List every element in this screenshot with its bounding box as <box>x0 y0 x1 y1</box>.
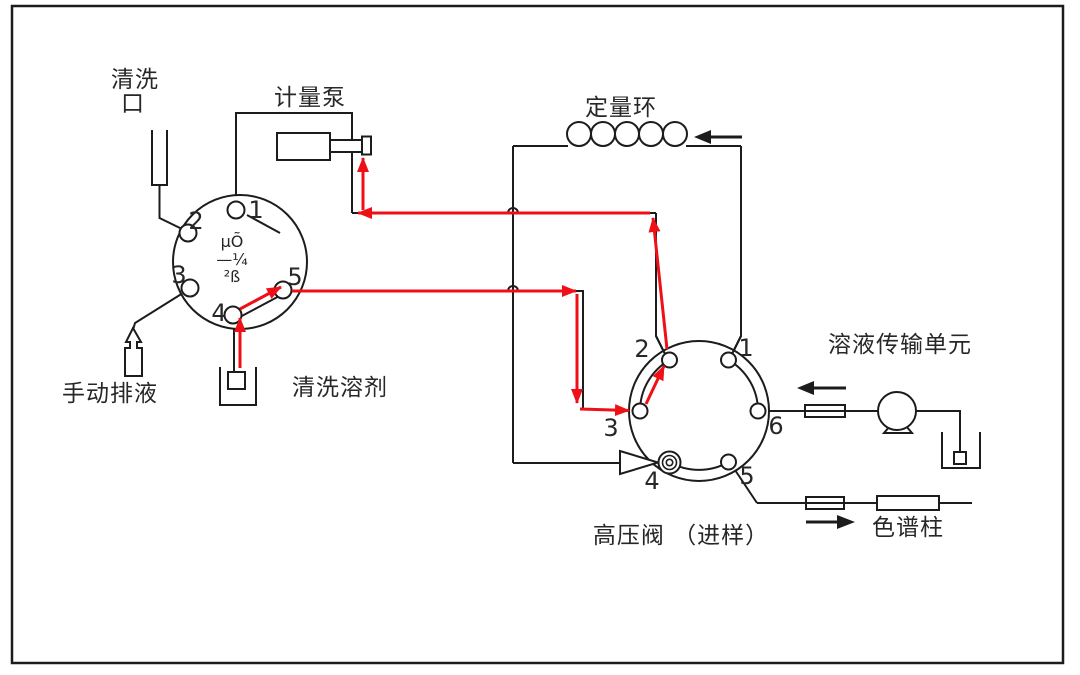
lv-port-num-1: 1 <box>248 196 263 224</box>
solvent-reservoir-icon <box>941 432 981 469</box>
flow-path-red <box>234 157 669 417</box>
valve-center-text-1: µÕ <box>221 232 244 251</box>
label-solution-transfer-unit: 溶液传输单元 <box>828 332 972 358</box>
port5-stem <box>732 466 758 504</box>
hv-port-num-3: 3 <box>603 414 618 442</box>
port-5 <box>720 453 737 471</box>
port-1 <box>226 200 246 220</box>
flow-into-port3 <box>579 404 630 417</box>
port1-to-pump-line <box>235 112 353 213</box>
port3-to-drain-line <box>132 292 184 331</box>
hv-port-num-2: 2 <box>634 335 649 363</box>
manual-drain-icon <box>124 325 143 377</box>
lv-port-num-3: 3 <box>171 261 186 289</box>
needle-port-icon <box>619 449 682 476</box>
port-2 <box>661 351 678 369</box>
port-2 <box>178 223 198 243</box>
label-high-pressure-valve: 高压阀 （进样） <box>593 523 769 549</box>
label-manual-drain: 手动排液 <box>62 381 158 407</box>
label-wash-port-line1: 清洗 <box>111 67 159 93</box>
hv-port-num-1: 1 <box>738 334 753 362</box>
valve-center-text-3: ²ß <box>224 267 241 286</box>
label-metering-pump: 计量泵 <box>274 85 346 111</box>
pump-to-reservoir-line <box>916 410 961 453</box>
port-6 <box>749 402 767 420</box>
wash-solvent-beaker-icon <box>219 367 257 406</box>
pump-icon <box>877 391 917 434</box>
hv-port-num-6: 6 <box>768 412 783 440</box>
flow-port4-to-port5 <box>239 285 282 311</box>
diagram-border <box>10 4 1065 665</box>
lv-port-num-4: 4 <box>211 299 226 327</box>
hv-port-num-4: 4 <box>644 467 659 495</box>
hv-port-num-5: 5 <box>739 462 754 490</box>
port-3 <box>631 402 649 420</box>
flow-direction-arrow-loop <box>694 130 742 144</box>
inline-fitting-bottom-icon <box>805 496 845 510</box>
flow-direction-arrow-inlet <box>797 381 846 395</box>
port5-line-b <box>518 290 633 412</box>
port-1 <box>720 351 737 369</box>
sample-loop-coil <box>566 121 688 147</box>
label-sample-loop: 定量环 <box>585 95 657 121</box>
label-wash-solvent: 清洗溶剂 <box>292 375 388 401</box>
inline-fitting-top-icon <box>804 404 846 418</box>
label-column: 色谱柱 <box>872 515 944 541</box>
valve-center-text-2: —¼ <box>216 250 248 269</box>
wash-port-to-port2-line <box>158 185 182 230</box>
port1-stem <box>731 335 742 354</box>
loop-to-port1-line <box>731 146 742 354</box>
flow-direction-arrow-column <box>806 515 855 529</box>
lv-port-num-2: 2 <box>188 207 203 235</box>
rotor-channel-port1 <box>246 214 281 234</box>
column-icon <box>876 495 940 511</box>
flow-port3-to-port2 <box>644 365 666 405</box>
label-wash-port-line2: 口 <box>121 91 145 117</box>
wash-port-icon <box>151 130 168 186</box>
port-3 <box>180 278 200 298</box>
metering-pump-icon <box>276 132 372 161</box>
flow-port2-up-diagonal <box>648 217 669 350</box>
lv-port-num-5: 5 <box>287 263 302 291</box>
port2-stem <box>655 335 666 355</box>
